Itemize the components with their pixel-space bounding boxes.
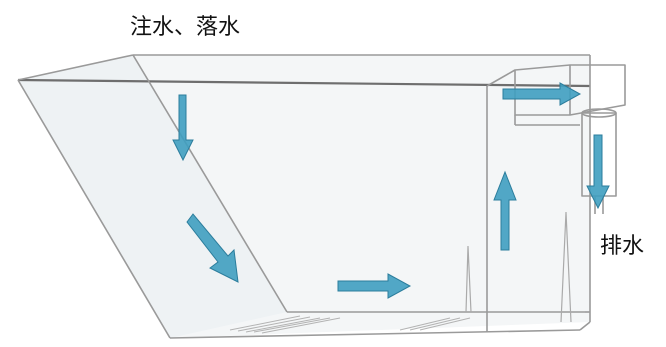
arrow-right-icon bbox=[337, 273, 412, 299]
overflow-box bbox=[514, 64, 626, 126]
arrow-up-icon bbox=[493, 170, 517, 251]
arrow-down-drain-icon bbox=[586, 134, 610, 210]
arrow-right-top-icon bbox=[502, 82, 582, 106]
support-spikes bbox=[465, 211, 572, 323]
inflow-label: 注水、落水 bbox=[130, 15, 240, 40]
tank-outline bbox=[17, 54, 591, 339]
arrow-down-right-icon bbox=[186, 213, 239, 283]
bottom-hatching bbox=[229, 315, 471, 334]
flow-arrows bbox=[172, 82, 610, 299]
arrow-down-icon bbox=[172, 94, 194, 162]
drain-label: 排水 bbox=[600, 234, 644, 259]
